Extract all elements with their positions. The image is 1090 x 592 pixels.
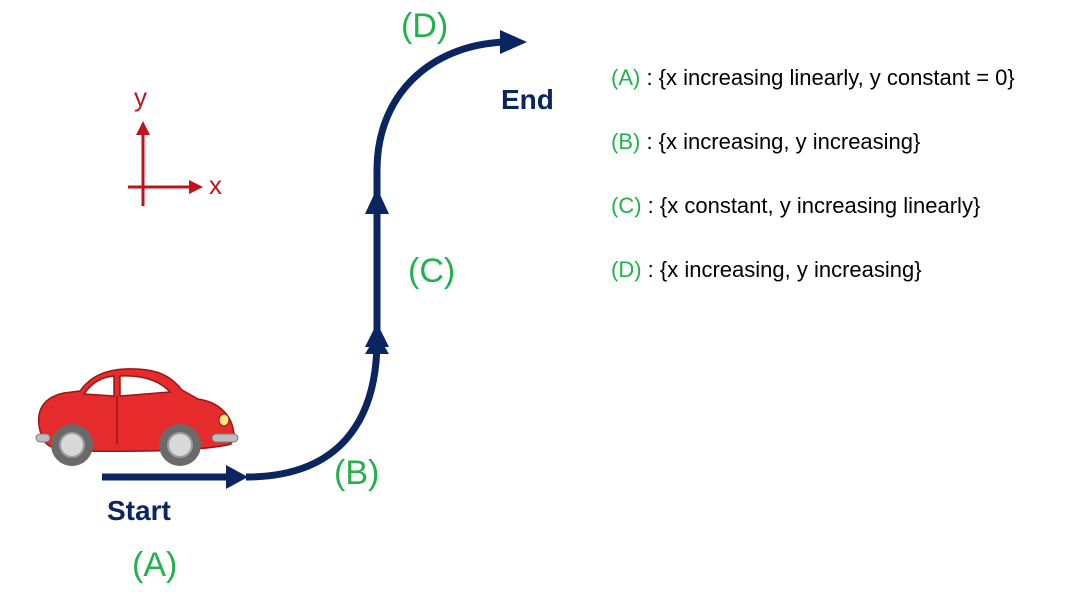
legend-description-d: {x increasing, y increasing}: [659, 257, 922, 282]
motion-path: [102, 30, 527, 489]
legend-row-c: (C) : {x constant, y increasing linearly…: [611, 190, 1086, 254]
segment-a-arrowhead: [226, 465, 248, 489]
car-rear-window: [119, 375, 172, 397]
car-front-hubcap: [167, 432, 193, 458]
segment-c-arrowhead-lower: [365, 323, 389, 347]
car-icon: [35, 368, 239, 466]
legend-row-a: (A) : {x increasing linearly, y constant…: [611, 62, 1086, 126]
car-front-window: [82, 375, 115, 397]
segment-d-arrowhead: [500, 30, 527, 54]
segment-label-c: (C): [408, 252, 456, 290]
y-axis-arrowhead: [136, 121, 150, 135]
legend-label-b: (B): [611, 129, 641, 154]
legend-label-a: (A): [611, 65, 641, 90]
legend-separator: :: [641, 193, 660, 218]
car-headlight: [218, 413, 230, 427]
x-axis-label: x: [209, 170, 222, 200]
legend-row-b: (B) : {x increasing, y increasing}: [611, 126, 1086, 190]
car-rear-bumper: [35, 433, 51, 443]
end-label: End: [501, 84, 554, 115]
car-front-bumper: [211, 433, 239, 443]
segment-label-a: (A): [132, 546, 178, 584]
legend-label-d: (D): [611, 257, 642, 282]
segment-label-d: (D): [401, 7, 449, 45]
segment-label-b: (B): [334, 454, 380, 492]
legend-separator: :: [640, 129, 659, 154]
car-rear-hubcap: [59, 432, 85, 458]
y-axis-label: y: [134, 82, 147, 112]
segment-b-path: [245, 339, 381, 481]
segment-c-arrowhead-upper: [365, 188, 389, 214]
legend-description-c: {x constant, y increasing linearly}: [659, 193, 981, 218]
legend-label-c: (C): [611, 193, 642, 218]
legend-description-b: {x increasing, y increasing}: [658, 129, 921, 154]
legend-separator: :: [641, 257, 660, 282]
segment-d-path: [373, 38, 506, 188]
legend-description-a: {x increasing linearly, y constant = 0}: [658, 65, 1015, 90]
start-label: Start: [107, 495, 171, 526]
x-axis-arrowhead: [189, 180, 203, 194]
legend-row-d: (D) : {x increasing, y increasing}: [611, 254, 1086, 318]
segment-legend: (A) : {x increasing linearly, y constant…: [611, 62, 1086, 318]
legend-separator: :: [640, 65, 659, 90]
axes-indicator: [128, 121, 203, 206]
